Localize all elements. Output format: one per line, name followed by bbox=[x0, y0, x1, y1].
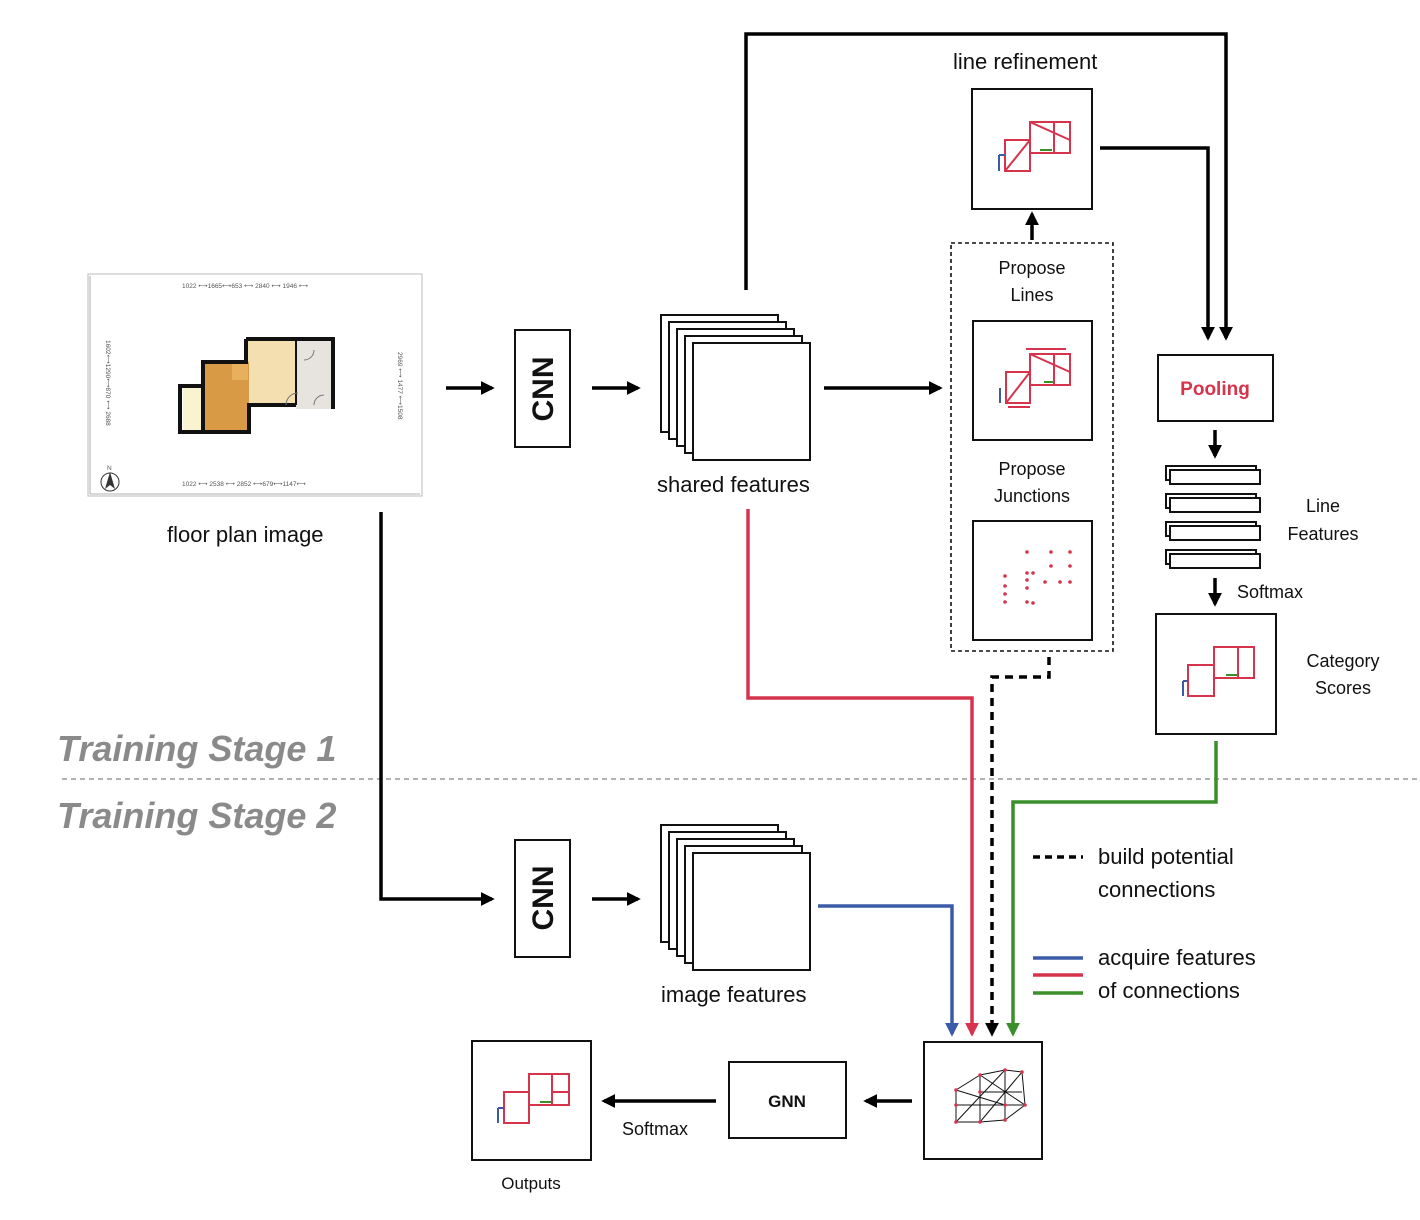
green-connection-line bbox=[1006, 741, 1218, 1037]
cnn-block-bottom: CNN bbox=[514, 839, 571, 958]
cnn-block-top: CNN bbox=[514, 329, 571, 448]
gnn-label: GNN bbox=[768, 1092, 806, 1111]
line-features-label-1: Line bbox=[1306, 496, 1340, 516]
shared-features-stack bbox=[660, 314, 811, 461]
floorplan-dims-bottom: 1022 ⟷ 2538 ⟷ 2852 ⟷679⟷1147⟷ bbox=[182, 481, 307, 488]
propose-lines-label-2: Lines bbox=[1010, 285, 1053, 305]
line-features-label-2: Features bbox=[1287, 524, 1358, 544]
propose-lines-label-1: Propose bbox=[998, 258, 1065, 278]
training-stage-2-label: Training Stage 2 bbox=[57, 795, 336, 836]
softmax-bottom-label: Softmax bbox=[622, 1119, 688, 1139]
blue-connection-line bbox=[818, 904, 959, 1037]
category-scores-plan bbox=[1182, 646, 1255, 697]
softmax-right-label: Softmax bbox=[1237, 582, 1303, 602]
cnn-label-bottom: CNN bbox=[527, 866, 560, 931]
arrow-image-to-cnn-bottom bbox=[379, 512, 495, 906]
legend-dashed-text-1: build potential bbox=[1098, 844, 1234, 869]
training-stage-1-label: Training Stage 1 bbox=[57, 728, 336, 769]
propose-lines-plan bbox=[999, 348, 1071, 408]
shared-features-label: shared features bbox=[657, 472, 810, 497]
line-refinement-label: line refinement bbox=[953, 49, 1097, 74]
connection-graph-nodes bbox=[954, 1068, 1027, 1124]
propose-junctions-points bbox=[1003, 550, 1072, 605]
image-features-label: image features bbox=[661, 982, 807, 1007]
propose-lines-box bbox=[972, 320, 1093, 441]
line-refinement-box bbox=[971, 88, 1093, 210]
legend-dashed-text-2: connections bbox=[1098, 877, 1215, 902]
red-connection-line bbox=[746, 509, 979, 1037]
arrow-refinement-to-pooling bbox=[1100, 146, 1215, 341]
line-features-stack bbox=[1165, 465, 1261, 569]
outputs-plan bbox=[497, 1073, 570, 1124]
dashed-connection-line bbox=[985, 657, 1051, 1037]
pooling-label: Pooling bbox=[1180, 379, 1250, 400]
pooling-box bbox=[1157, 354, 1274, 422]
propose-junctions-label-1: Propose bbox=[998, 459, 1065, 479]
outputs-label: Outputs bbox=[501, 1174, 561, 1193]
north-label: N bbox=[107, 465, 112, 472]
arrow-shared-to-pooling bbox=[744, 32, 1233, 341]
line-refinement-plan bbox=[998, 121, 1071, 172]
gnn-box bbox=[728, 1061, 847, 1139]
floorplan-dims-top: 1022 ⟷1665⟷653 ⟷ 2840 ⟷ 1946 ⟷ bbox=[182, 283, 309, 290]
cnn-label-top: CNN bbox=[527, 357, 560, 422]
outputs-box bbox=[471, 1040, 592, 1161]
propose-junctions-label-2: Junctions bbox=[994, 486, 1070, 506]
legend-colored-text-2: of connections bbox=[1098, 978, 1240, 1003]
connection-graph-box bbox=[923, 1041, 1043, 1160]
floorplan-dims-right: 2969 ⟷ 1477 ⟷1508 bbox=[396, 352, 403, 420]
category-scores-label-1: Category bbox=[1306, 651, 1379, 671]
legend-colored-text-1: acquire features bbox=[1098, 945, 1256, 970]
propose-junctions-box bbox=[972, 520, 1093, 641]
floorplan-dims-left: 1602⟷1290⟷870 ⟷ 2688 bbox=[104, 340, 111, 426]
floor-plan-image: 1022 ⟷1665⟷653 ⟷ 2840 ⟷ 1946 ⟷ 1022 ⟷ 25… bbox=[87, 273, 423, 497]
proposals-dashed-box bbox=[950, 242, 1114, 652]
category-scores-box bbox=[1155, 613, 1277, 735]
image-features-stack bbox=[660, 824, 811, 971]
category-scores-label-2: Scores bbox=[1315, 678, 1371, 698]
floor-plan-label: floor plan image bbox=[167, 522, 324, 547]
